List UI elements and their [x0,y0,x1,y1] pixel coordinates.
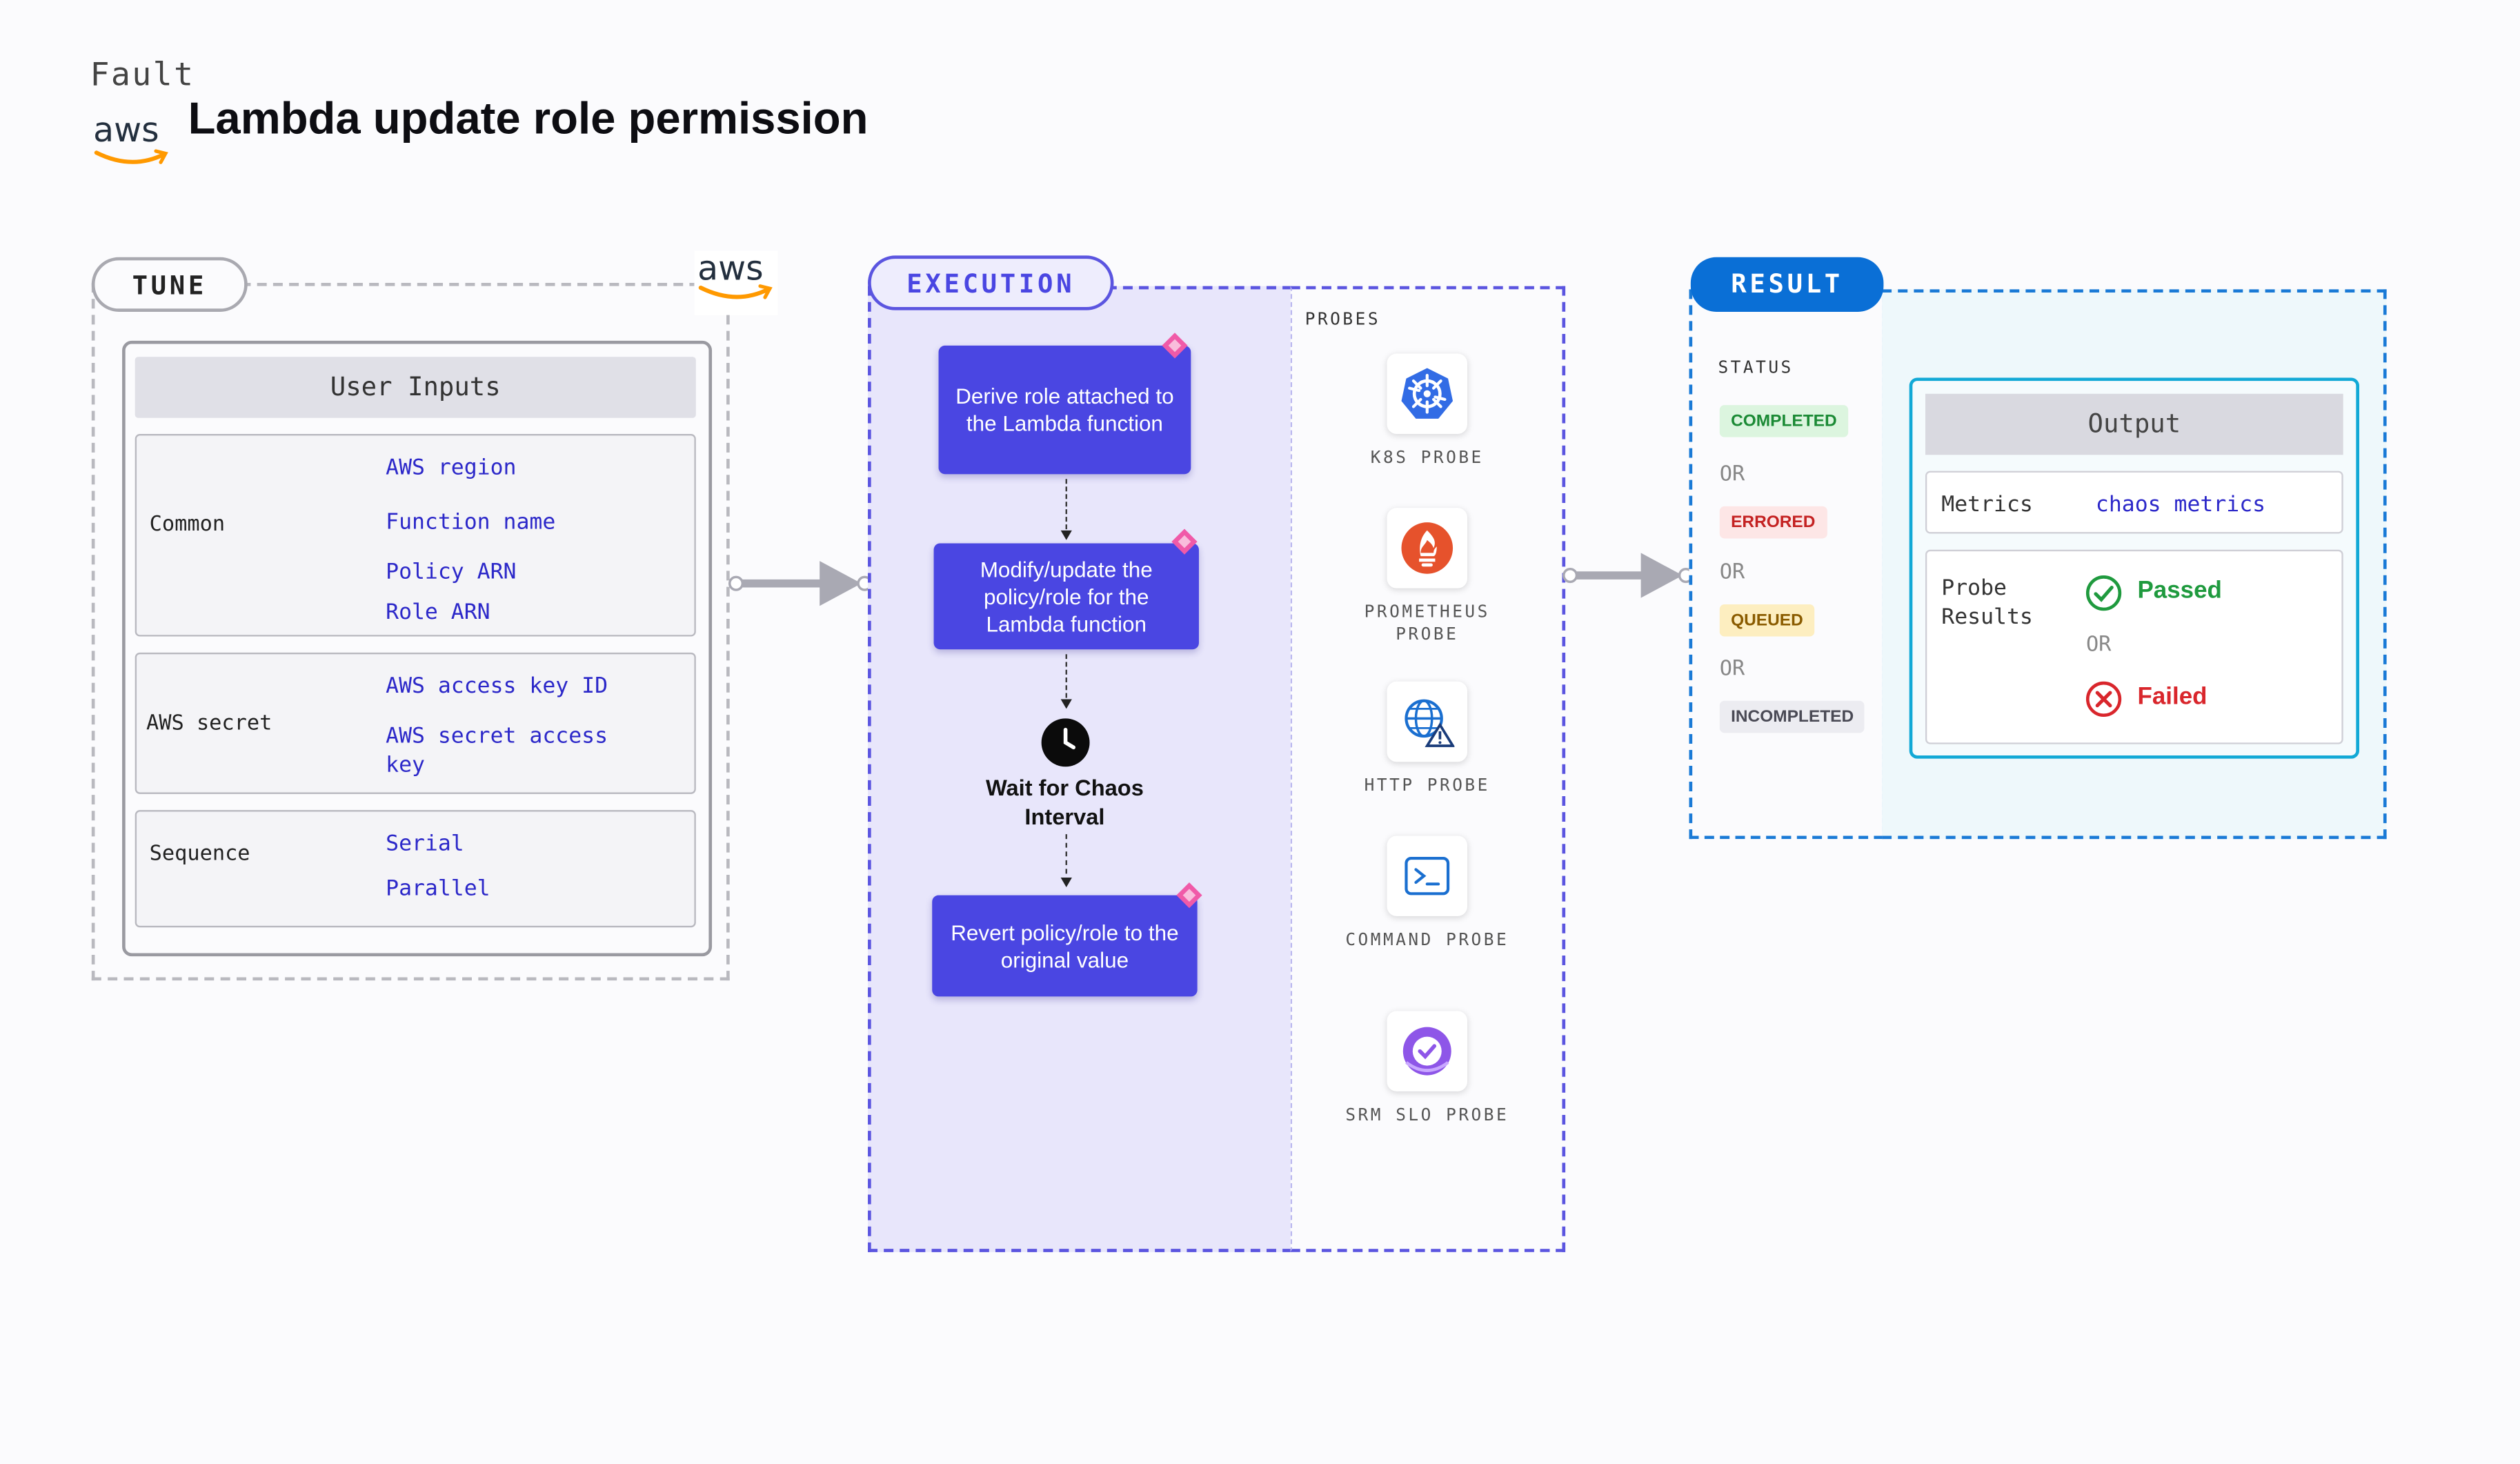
aws-smile-icon [698,284,773,299]
srm-slo-probe-label: SRM SLO PROBE [1345,1105,1509,1125]
metrics-value: chaos metrics [2095,491,2266,518]
globe-warning-icon [1405,699,1455,747]
execution-pill: EXECUTION [868,255,1114,310]
field-policy-arn: Policy ARN [386,559,517,586]
chaos-marker-icon [1176,882,1202,909]
x-circle-icon [2085,681,2122,718]
prometheus-icon [1401,522,1454,574]
arrow-execution-to-result [1562,553,1694,598]
arrow-tune-to-execution [728,561,873,606]
chaos-marker-icon [1171,528,1198,555]
connector-line [1065,479,1067,537]
status-completed-badge: COMPLETED [1719,405,1848,437]
prometheus-probe-label: PROMETHEUS PROBE [1364,602,1490,645]
command-probe-card [1387,835,1468,916]
field-aws-secret-access-key: AWS secret access key [386,723,608,778]
clock-icon [1041,718,1090,767]
connector-arrowhead [1060,530,1072,540]
result-pill: RESULT [1690,257,1884,312]
failed-label: Failed [2137,683,2208,711]
output-title: Output [1925,393,2343,455]
srm-slo-icon [1402,1027,1451,1076]
group-label: Sequence [149,842,250,867]
field-parallel: Parallel [386,876,490,902]
tune-pill: TUNE [91,257,248,312]
page-title: Lambda update role permission [188,93,869,144]
command-probe-label: COMMAND PROBE [1345,930,1509,950]
or-label: OR [2085,633,2112,657]
or-label: OR [1719,462,1745,487]
field-aws-region: AWS region [386,455,517,481]
terminal-icon [1405,856,1450,896]
probes-title: PROBES [1304,310,1381,330]
k8s-probe-card [1387,353,1468,435]
group-label: Common [149,513,226,537]
aws-smile-icon [94,149,168,164]
field-aws-access-key-id: AWS access key ID [386,673,608,700]
connector-line [1065,834,1067,883]
chaos-marker-icon [1162,333,1188,359]
http-probe-card [1387,681,1468,762]
metrics-label: Metrics [1941,491,2033,518]
field-function-name: Function name [386,509,556,535]
status-errored-badge: ERRORED [1719,506,1827,539]
field-role-arn: Role ARN [386,599,490,626]
status-incompleted-badge: INCOMPLETED [1719,700,1865,733]
input-group-common: Common AWS region Function name Policy A… [135,434,696,637]
step-revert-policy: Revert policy/role to the original value [932,895,1198,997]
step-modify-policy: Modify/update the policy/role for the La… [933,543,1199,650]
aws-logo: aws [90,112,173,177]
prometheus-probe-card [1387,508,1468,588]
or-label: OR [1719,657,1745,682]
passed-label: Passed [2137,577,2222,604]
kubernetes-icon [1401,368,1454,419]
or-label: OR [1719,561,1745,586]
tune-aws-logo: aws [694,250,778,315]
probe-results-label: Probe Results [1941,575,2033,631]
srm-slo-probe-card [1387,1011,1468,1091]
tune-frame [91,283,730,981]
k8s-probe-label: K8S PROBE [1370,448,1484,468]
connector-arrowhead [1060,699,1072,709]
input-group-sequence: Sequence Serial Parallel [135,810,696,928]
connector-arrowhead [1060,878,1072,887]
tune-frame-top [241,283,700,286]
fault-kicker: Fault [90,55,195,94]
check-circle-icon [2085,575,2122,611]
step-derive-role: Derive role attached to the Lambda funct… [938,345,1191,475]
input-group-aws-secret: AWS secret AWS access key ID AWS secret … [135,652,696,794]
status-queued-badge: QUEUED [1719,604,1815,637]
group-label: AWS secret [146,712,272,737]
field-serial: Serial [386,831,464,857]
step-wait-chaos-interval: Wait for Chaos Interval [985,774,1144,830]
metrics-row: Metrics chaos metrics [1925,471,2343,534]
connector-line [1065,654,1067,706]
user-inputs-title: User Inputs [135,357,696,418]
probe-results-row: Probe Results Passed OR Failed [1925,549,2343,744]
status-title: STATUS [1718,358,1794,378]
http-probe-label: HTTP PROBE [1364,776,1490,796]
